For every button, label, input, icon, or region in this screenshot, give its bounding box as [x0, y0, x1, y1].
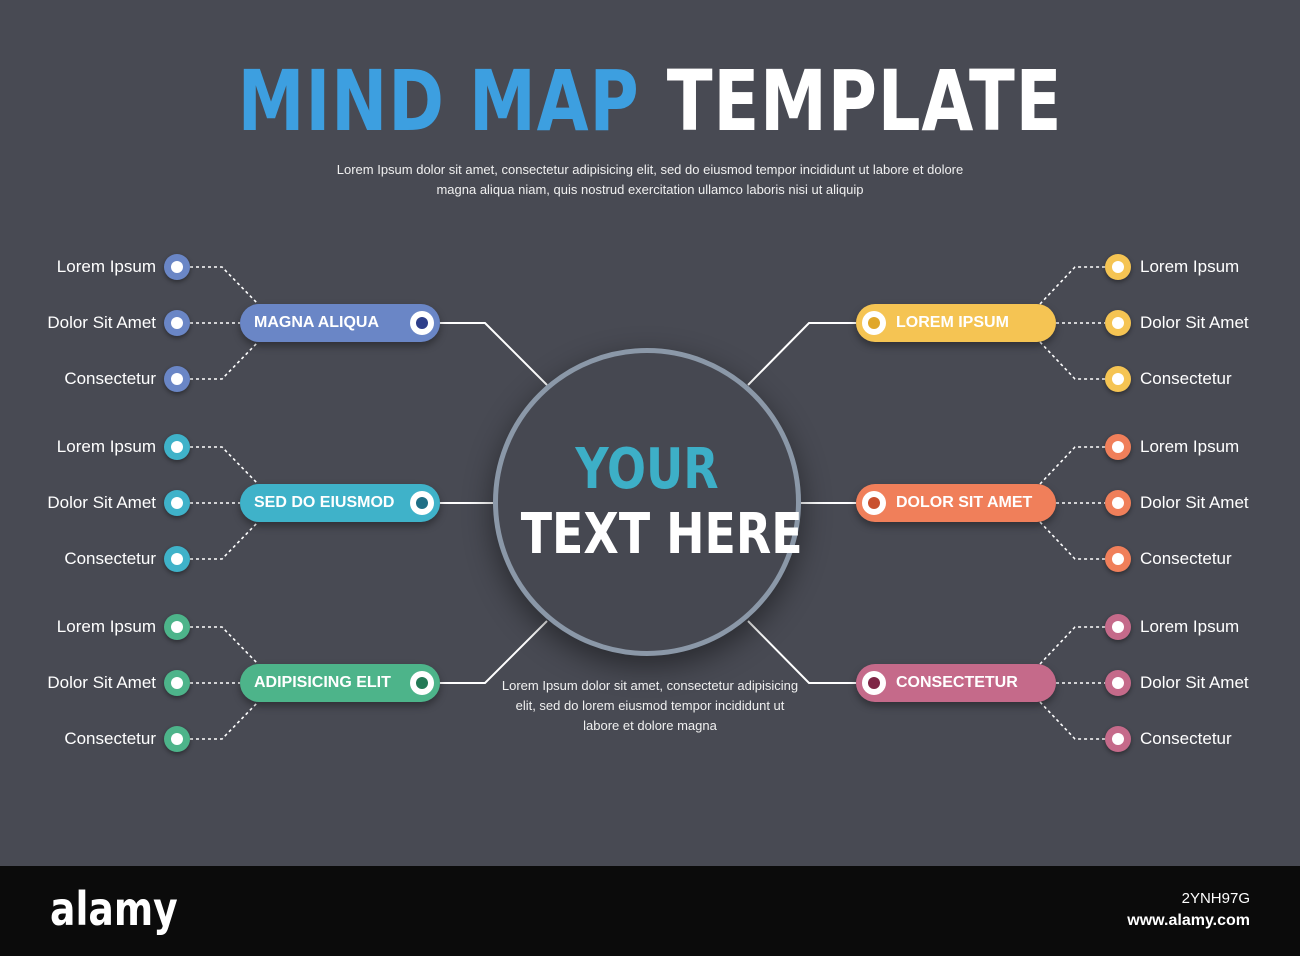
branch-pill-2: SED DO EIUSMOD — [240, 484, 440, 522]
item-connector — [1039, 341, 1105, 380]
item-node-icon — [164, 726, 190, 752]
item-node-icon — [164, 490, 190, 516]
item-node-icon — [1105, 490, 1131, 516]
item-connector — [1039, 701, 1105, 740]
item-node-icon — [1105, 366, 1131, 392]
item-connector — [1039, 446, 1105, 485]
branch-label: ADIPISICING ELIT — [254, 674, 391, 691]
item-node-icon — [1105, 434, 1131, 460]
footer-url: www.alamy.com — [1127, 912, 1250, 929]
branch-label: SED DO EIUSMOD — [254, 494, 395, 511]
item-connector — [190, 521, 259, 560]
branch-dot-icon — [862, 671, 886, 695]
branch-pill-4: LOREM IPSUM — [856, 304, 1056, 342]
footer-image-id: 2YNH97G — [1181, 890, 1250, 907]
item-label: Consectetur — [1140, 729, 1232, 748]
item-label: Consectetur — [64, 729, 156, 748]
item-connector — [190, 701, 259, 740]
item-label: Lorem Ipsum — [1140, 257, 1240, 276]
item-label: Lorem Ipsum — [56, 257, 156, 276]
branch-connector — [440, 322, 548, 386]
item-node-icon — [1105, 614, 1131, 640]
item-connector — [1039, 626, 1105, 665]
item-label: Lorem Ipsum — [56, 617, 156, 636]
item-connector — [190, 266, 259, 305]
mind-map-canvas: MIND MAP TEMPLATE Lorem Ipsum dolor sit a… — [0, 0, 1300, 866]
center-heading-line-1: YOUR — [575, 437, 719, 502]
branch-dot-icon — [862, 311, 886, 335]
item-connector — [1039, 521, 1105, 560]
branch-connector — [747, 322, 856, 386]
item-label: Consectetur — [64, 549, 156, 568]
item-label: Lorem Ipsum — [1140, 437, 1240, 456]
center-note: Lorem Ipsum dolor sit amet, consectetur … — [501, 678, 799, 733]
branch-pill-1: MAGNA ALIQUA — [240, 304, 440, 342]
item-node-icon — [1105, 254, 1131, 280]
branch-label: LOREM IPSUM — [896, 314, 1009, 331]
item-node-icon — [164, 670, 190, 696]
branch-dot-icon — [410, 671, 434, 695]
item-node-icon — [1105, 310, 1131, 336]
subtitle: Lorem Ipsum dolor sit amet, consectetur … — [336, 162, 964, 197]
branch-pill-6: CONSECTETUR — [856, 664, 1056, 702]
footer-brand: alamy — [50, 882, 178, 936]
branch-pill-5: DOLOR SIT AMET — [856, 484, 1056, 522]
branch-label: CONSECTETUR — [896, 674, 1018, 691]
item-connector — [190, 446, 259, 485]
branch-label: DOLOR SIT AMET — [896, 494, 1033, 511]
item-connector — [190, 341, 259, 380]
item-label: Consectetur — [1140, 549, 1232, 568]
branch-dot-icon — [410, 311, 434, 335]
branch-dot-icon — [862, 491, 886, 515]
connector-lines — [190, 266, 1105, 740]
item-node-icon — [164, 310, 190, 336]
item-node-icon — [1105, 726, 1131, 752]
item-label: Lorem Ipsum — [56, 437, 156, 456]
item-node-icon — [1105, 546, 1131, 572]
item-label: Lorem Ipsum — [1140, 617, 1240, 636]
item-label: Dolor Sit Amet — [1140, 673, 1249, 692]
title-part-1: MIND MAP — [237, 52, 640, 150]
item-connector — [1039, 266, 1105, 305]
title-part-2: TEMPLATE — [666, 52, 1063, 150]
item-connector — [190, 626, 259, 665]
item-label: Dolor Sit Amet — [47, 313, 156, 332]
item-label: Dolor Sit Amet — [47, 673, 156, 692]
item-label: Consectetur — [1140, 369, 1232, 388]
branch-pill-3: ADIPISICING ELIT — [240, 664, 440, 702]
item-node-icon — [1105, 670, 1131, 696]
item-node-icon — [164, 434, 190, 460]
item-node-icon — [164, 254, 190, 280]
branch-connector — [747, 620, 856, 684]
item-node-icon — [164, 366, 190, 392]
item-node-icon — [164, 614, 190, 640]
page-title: MIND MAP TEMPLATE — [130, 52, 1170, 150]
item-label: Dolor Sit Amet — [1140, 493, 1249, 512]
center-heading-line-2: TEXT HERE — [520, 502, 803, 567]
branch-dot-icon — [410, 491, 434, 515]
item-label: Consectetur — [64, 369, 156, 388]
item-node-icon — [164, 546, 190, 572]
branch-label: MAGNA ALIQUA — [254, 314, 380, 331]
item-label: Dolor Sit Amet — [47, 493, 156, 512]
item-label: Dolor Sit Amet — [1140, 313, 1249, 332]
branch-connector — [440, 620, 548, 684]
center-circle — [493, 348, 801, 656]
